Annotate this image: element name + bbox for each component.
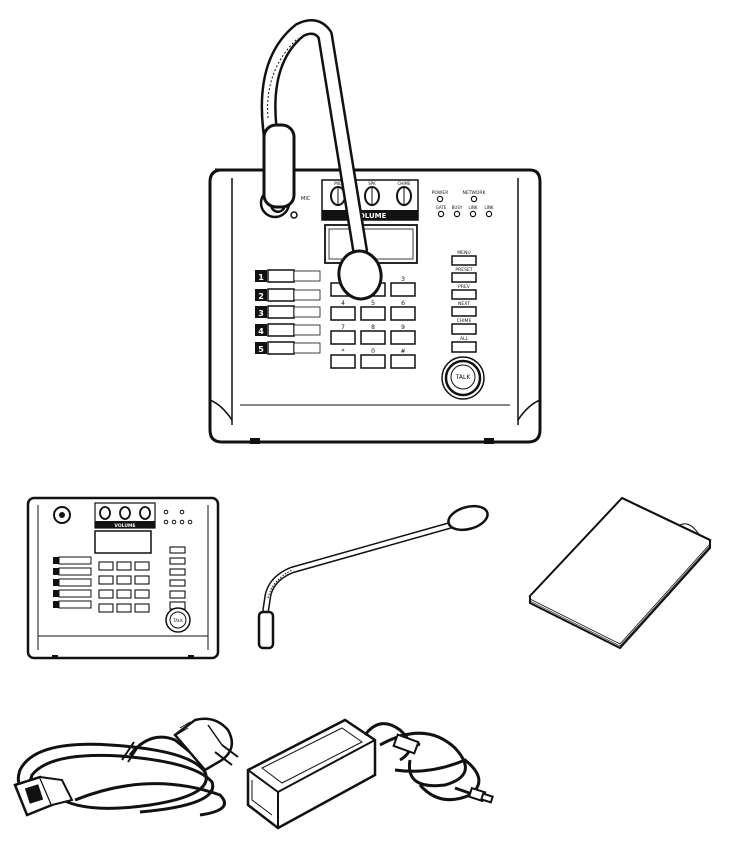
menu-button[interactable]: MENU: [451, 250, 477, 266]
svg-text:8: 8: [371, 324, 375, 331]
gate-led: [437, 210, 445, 218]
key-star[interactable]: *: [330, 348, 356, 369]
all-button[interactable]: ALL: [451, 336, 477, 353]
network-led: [470, 195, 478, 203]
adapter-cable: [363, 722, 481, 802]
zone-buttons: 1 2 3 4: [255, 269, 321, 355]
key-3[interactable]: 3: [390, 276, 416, 297]
volume-label-bar: [322, 210, 418, 220]
paging-console: MIC VOLUME MIC SPK CHIME POWER NETWORK G…: [208, 18, 542, 444]
small-knob-1[interactable]: [99, 506, 111, 520]
key-6[interactable]: 6: [390, 300, 416, 321]
small-zone-buttons: [53, 556, 92, 609]
zone-button-3[interactable]: 3: [255, 305, 321, 319]
svg-text:ALL: ALL: [460, 336, 469, 342]
zone-number: 5: [258, 345, 264, 354]
small-knob-3[interactable]: [139, 506, 151, 520]
power-cord: [13, 717, 239, 817]
status-label-link-1: LINK: [468, 205, 477, 210]
small-volume-label: VOLUME: [114, 523, 135, 529]
busy-led: [453, 210, 461, 218]
zone-button-5[interactable]: 5: [255, 341, 321, 355]
svg-text:PRESET: PRESET: [455, 267, 472, 273]
mic-release-button[interactable]: [290, 211, 298, 219]
function-buttons: MENU PRESET PREV NEXT CHIME ALL: [451, 250, 477, 353]
console-foot-right: [484, 438, 494, 444]
zone-button-2[interactable]: 2: [255, 288, 321, 302]
talk-label: TALK: [455, 374, 472, 381]
power-led: [436, 195, 444, 203]
euro-plug: [173, 717, 239, 772]
link-led-2: [485, 210, 493, 218]
key-7[interactable]: 7: [330, 324, 356, 345]
zone-number: 1: [258, 273, 264, 282]
zone-number: 3: [258, 309, 264, 318]
key-4[interactable]: 4: [330, 300, 356, 321]
small-paging-console: VOLUME TALK: [26, 496, 220, 660]
knob-label-mic: MIC: [334, 181, 342, 186]
small-keypad: [98, 561, 150, 613]
zone-button-4[interactable]: 4: [255, 323, 321, 337]
zone-button-1[interactable]: 1: [255, 269, 321, 283]
user-manual: [528, 496, 712, 650]
adapter-label: [261, 727, 363, 784]
adapter-ferrite: [392, 733, 420, 755]
small-talk-button[interactable]: TALK: [165, 607, 191, 633]
status-label-gate: GATE: [436, 205, 447, 210]
knob-label-chime: CHIME: [398, 181, 411, 186]
key-8[interactable]: 8: [360, 324, 386, 345]
talk-button[interactable]: TALK: [441, 356, 485, 400]
status-label-link-2: LINK: [484, 205, 493, 210]
prev-button[interactable]: PREV: [451, 284, 477, 300]
svg-text:5: 5: [371, 300, 375, 307]
console-foot-left: [250, 438, 260, 444]
preset-button[interactable]: PRESET: [451, 267, 477, 283]
svg-text:9: 9: [401, 324, 405, 331]
gooseneck-connector: [257, 610, 275, 650]
svg-text:0: 0: [371, 348, 375, 355]
mic-label: MIC: [301, 196, 311, 202]
iec-connector: [13, 775, 74, 817]
gooseneck-capsule: [447, 504, 489, 532]
small-knob-2[interactable]: [119, 506, 131, 520]
volume-label: VOLUME: [354, 212, 387, 220]
svg-text:#: #: [400, 348, 405, 355]
svg-text:PREV: PREV: [458, 284, 471, 290]
svg-text:6: 6: [401, 300, 405, 307]
zone-number: 4: [258, 327, 264, 336]
chime-button[interactable]: CHIME: [451, 318, 477, 335]
key-hash[interactable]: #: [390, 348, 416, 369]
status-label-power: POWER: [432, 190, 449, 196]
key-9[interactable]: 9: [390, 324, 416, 345]
knob-label-spk: SPK: [368, 181, 376, 186]
svg-text:7: 7: [341, 324, 345, 331]
power-adapter: [246, 718, 494, 830]
link-led-1: [469, 210, 477, 218]
zone-number: 2: [258, 292, 264, 301]
volume-knob-spk[interactable]: [364, 186, 380, 206]
svg-text:3: 3: [401, 276, 405, 283]
key-0[interactable]: 0: [360, 348, 386, 369]
svg-text:MENU: MENU: [457, 250, 470, 256]
console-gooseneck-mic: [260, 18, 383, 301]
small-talk-label: TALK: [172, 618, 183, 623]
keypad: 1 2 3 4 5 6 7 8 9 * 0 #: [330, 276, 416, 369]
status-label-network: NETWORK: [462, 190, 486, 196]
svg-text:NEXT: NEXT: [458, 301, 470, 307]
svg-text:*: *: [342, 348, 345, 355]
volume-knob-mic[interactable]: [330, 186, 346, 206]
svg-text:CHIME: CHIME: [457, 318, 472, 324]
dc-plug: [454, 786, 494, 804]
volume-knob-chime[interactable]: [396, 186, 412, 206]
status-label-busy: BUSY: [452, 205, 463, 210]
next-button[interactable]: NEXT: [451, 301, 477, 317]
gooseneck-microphone: [257, 504, 489, 650]
key-5[interactable]: 5: [360, 300, 386, 321]
small-lcd-display: [94, 530, 152, 554]
svg-text:4: 4: [341, 300, 345, 307]
